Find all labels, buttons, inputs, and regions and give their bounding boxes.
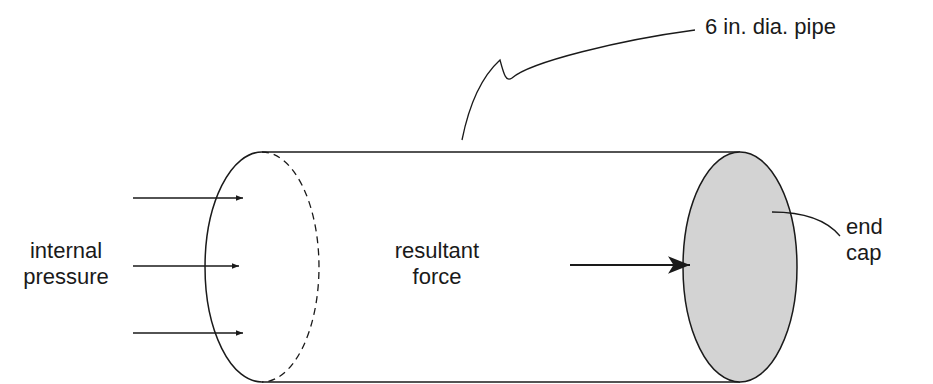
end-cap (683, 152, 797, 382)
force-label: resultant force (372, 238, 502, 290)
pipe-label: 6 in. dia. pipe (705, 14, 905, 40)
force-arrow (570, 264, 690, 266)
pressure-label: internal pressure (6, 238, 126, 290)
pipe-open-end (205, 152, 262, 382)
pipe-top-edge (262, 151, 740, 153)
pressure-arrow (133, 265, 239, 266)
end-cap-label: end cap (846, 214, 896, 266)
pressure-arrow (133, 197, 243, 198)
pipe-bottom-edge (262, 381, 740, 383)
pipe-hidden-edge (262, 152, 319, 382)
leader-line (772, 212, 840, 236)
leader-line (462, 30, 695, 140)
pressure-arrow (133, 332, 243, 333)
